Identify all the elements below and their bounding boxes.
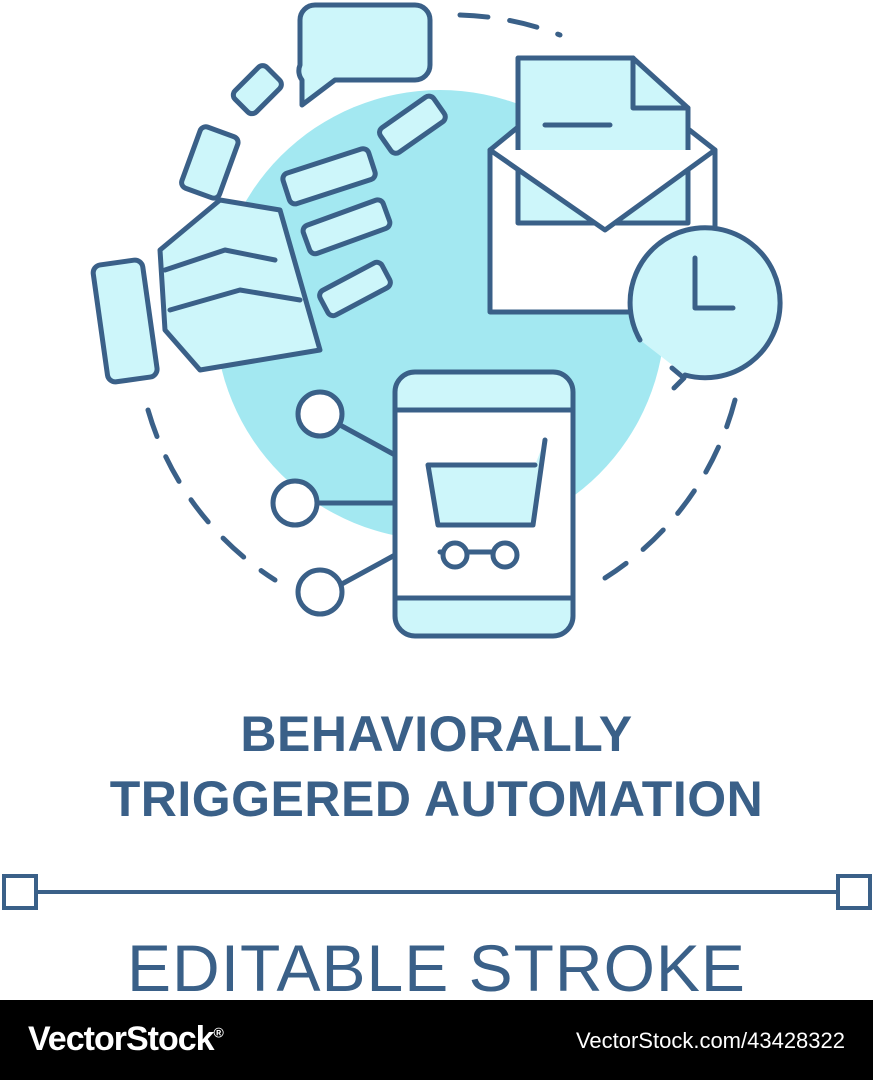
speech-bubble-icon	[296, 2, 433, 108]
title-line-1: BEHAVIORALLY	[240, 706, 633, 762]
divider-line	[2, 874, 872, 910]
brand-name: VectorStock	[28, 1020, 215, 1058]
network-nodes-icon	[270, 389, 398, 617]
image-reference: VectorStock.com/43428322	[575, 1028, 845, 1053]
smartphone-cart-icon	[392, 369, 576, 639]
editable-stroke-label: EDITABLE STROKE	[127, 931, 746, 1005]
dashed-orbit	[145, 12, 738, 583]
footer-bar: VectorStock® VectorStock.com/43428322	[0, 1000, 873, 1080]
automation-illustration	[90, 2, 783, 639]
title-line-2: TRIGGERED AUTOMATION	[109, 771, 764, 827]
robot-hand-icon	[90, 63, 448, 385]
brand-mark: ®	[213, 1024, 224, 1041]
clock-icon	[627, 225, 783, 391]
brand-logo: VectorStock®	[28, 1020, 224, 1059]
